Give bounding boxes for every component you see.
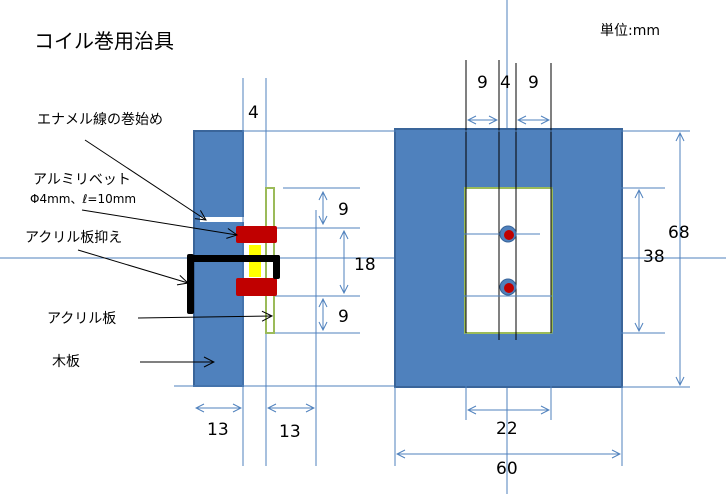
- rivet-front-upper: [499, 225, 517, 243]
- dim-lower-9: 9: [338, 307, 349, 327]
- label-rivet-spec: Φ4mm、ℓ=10mm: [30, 192, 136, 206]
- acrylic-window: [464, 187, 553, 334]
- dim-front-9-right: 9: [528, 73, 539, 93]
- leader-enamel-start: [84, 139, 206, 220]
- dim-width-60: 60: [496, 459, 518, 479]
- label-acrylic-holder: アクリル板抑え: [25, 230, 122, 246]
- label-acrylic-plate: アクリル板: [47, 311, 116, 327]
- leader-acrylic-holder: [77, 249, 188, 283]
- dim-height-68: 68: [668, 223, 690, 243]
- dim-window-22: 22: [496, 419, 518, 439]
- dim-front-4: 4: [500, 73, 511, 93]
- rivet-lower: [236, 278, 277, 296]
- label-enamel-start: エナメル線の巻始め: [37, 112, 163, 128]
- dim-mid-18: 18: [354, 255, 376, 275]
- rivet-upper: [236, 226, 277, 243]
- label-rivet: アルミリベット: [33, 172, 131, 188]
- dim-acrylic-13: 13: [279, 422, 301, 442]
- unit-label: 単位:mm: [600, 23, 660, 39]
- dim-wood-13: 13: [207, 420, 229, 440]
- rivet-front-lower: [499, 278, 517, 296]
- enamel-start-slot: [200, 217, 244, 222]
- leader-acrylic-plate: [137, 316, 272, 318]
- dim-window-38: 38: [643, 247, 665, 267]
- label-wood-plate: 木板: [52, 354, 80, 370]
- acrylic-holder-bracket: [187, 254, 280, 314]
- diagram-title: コイル巻用治具: [34, 29, 174, 53]
- dim-front-9-left: 9: [477, 73, 488, 93]
- leader-rivet: [81, 209, 237, 235]
- dim-upper-9: 9: [338, 200, 349, 220]
- dim-gap-4: 4: [248, 103, 259, 123]
